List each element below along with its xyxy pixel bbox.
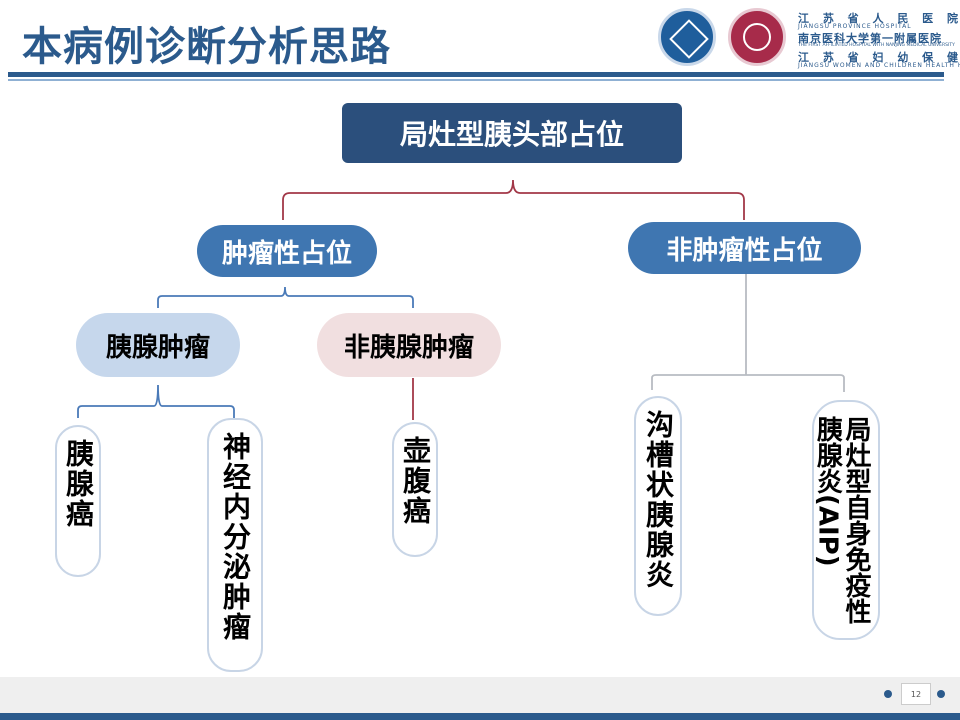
hospital-name-1-en: JIANGSU PROVINCE HOSPITAL xyxy=(798,23,912,30)
aip-label: 局灶型自身免疫性胰腺炎(AIP) xyxy=(812,416,871,624)
hospital-name-1: 江 苏 省 人 民 医 院 xyxy=(798,12,960,25)
hospital-name-3-en: JIANGSU WOMEN AND CHILDREN HEALTH HOSPIT… xyxy=(798,62,960,69)
prev-dot-icon xyxy=(884,690,892,698)
groove-pancreatitis-label: 沟槽状胰腺炎 xyxy=(642,410,675,590)
page-number: 12 xyxy=(901,683,931,705)
hospital-name-3: 江 苏 省 妇 幼 保 健 院 xyxy=(798,51,960,64)
women-children-hospital-logo xyxy=(728,8,786,66)
title-divider-thin xyxy=(8,79,944,81)
ampullary-node: 壶腹癌 xyxy=(392,422,438,557)
root-brace-line xyxy=(282,179,745,220)
neuroendocrine-node: 神经内分泌肿瘤 xyxy=(207,418,263,672)
non-tumor-node: 非肿瘤性占位 xyxy=(628,222,861,274)
tumor-brace-line xyxy=(157,286,414,308)
hospital-name-2-en: THE FIRST AFFILIATED HOSPITAL WITH NANJI… xyxy=(798,43,955,48)
pancreatic-cancer-node: 胰腺癌 xyxy=(55,425,101,577)
next-dot-icon xyxy=(937,690,945,698)
non-pancreatic-tumor-node: 非胰腺肿瘤 xyxy=(317,313,501,377)
aip-node: 局灶型自身免疫性胰腺炎(AIP) xyxy=(812,400,880,640)
tumor-node: 肿瘤性占位 xyxy=(197,225,377,277)
groove-pancreatitis-node: 沟槽状胰腺炎 xyxy=(634,396,682,616)
jiangsu-province-hospital-logo xyxy=(658,8,716,66)
root-node: 局灶型胰头部占位 xyxy=(342,103,682,163)
non-tumor-tree-line xyxy=(651,272,845,392)
hospital-name-2: 南京医科大学第一附属医院 xyxy=(798,32,942,45)
ampullary-label: 壶腹癌 xyxy=(399,436,432,526)
footer-accent xyxy=(0,713,960,720)
pancreatic-tumor-node: 胰腺肿瘤 xyxy=(76,313,240,377)
title-divider xyxy=(8,72,944,77)
footer-bar xyxy=(0,677,960,713)
slide-title: 本病例诊断分析思路 xyxy=(22,24,391,70)
neuroendocrine-label: 神经内分泌肿瘤 xyxy=(219,432,252,642)
pancreatic-cancer-label: 胰腺癌 xyxy=(62,439,95,529)
pancreatic-tumor-brace-line xyxy=(77,384,235,418)
